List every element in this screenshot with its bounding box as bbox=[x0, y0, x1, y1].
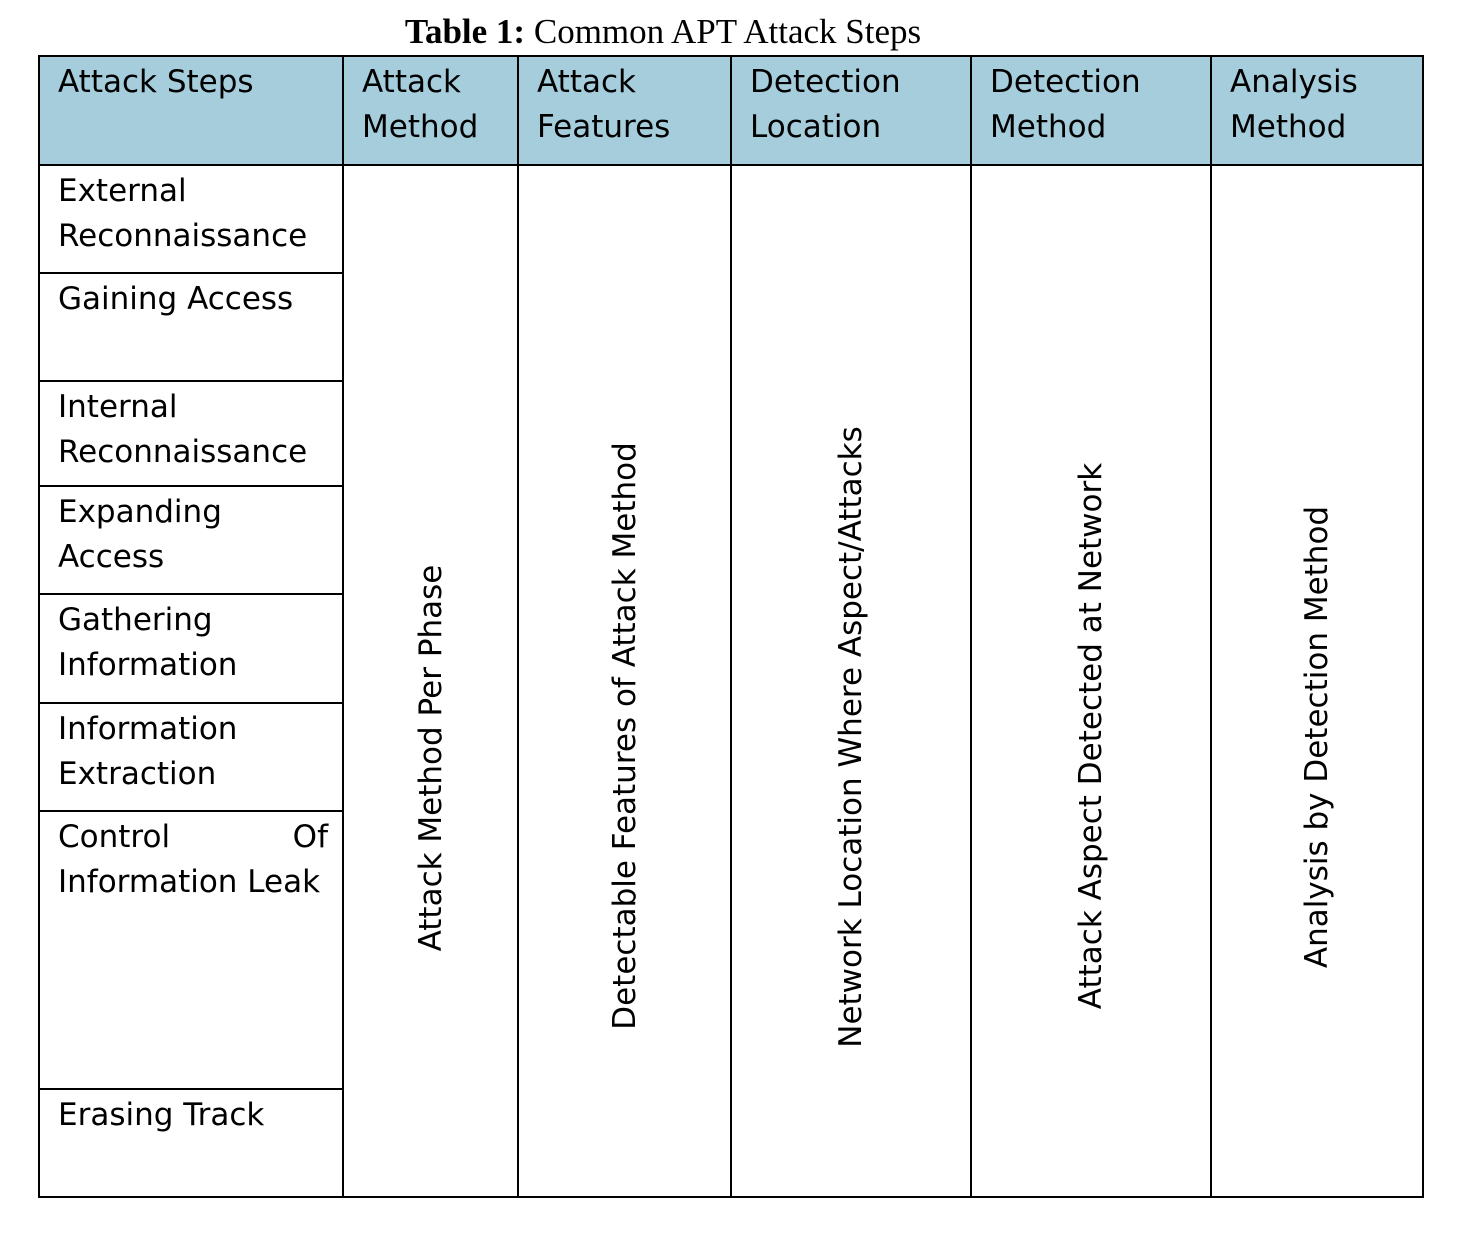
table-caption: Table 1: Common APT Attack Steps bbox=[0, 12, 1326, 52]
merged-cell-detection-method: Attack Aspect Detected at Network bbox=[970, 164, 1212, 1198]
step-external-reconnaissance: External Reconnaissance bbox=[38, 164, 344, 274]
step-control-of-information-leak: Control Of Information Leak bbox=[38, 810, 344, 1090]
step-information-extraction: Information Extraction bbox=[38, 702, 344, 812]
attack-method-text: Attack Method Per Phase bbox=[412, 564, 449, 952]
table-row: Expanding Access bbox=[38, 485, 1423, 595]
table-row: Internal Reconnaissance bbox=[38, 380, 1423, 487]
merged-cell-analysis-method: Analysis by Detection Method bbox=[1210, 164, 1424, 1198]
step-gaining-access: Gaining Access bbox=[38, 272, 344, 382]
table-row: Gathering Information bbox=[38, 593, 1423, 704]
header-attack-steps: Attack Steps bbox=[38, 55, 344, 166]
detection-method-text: Attack Aspect Detected at Network bbox=[1073, 462, 1109, 1010]
table-row: External Reconnaissance Attack Method Pe… bbox=[38, 164, 1424, 1198]
step-expanding-access: Expanding Access bbox=[38, 485, 344, 595]
analysis-method-text: Analysis by Detection Method bbox=[1299, 505, 1335, 969]
step-internal-reconnaissance: Internal Reconnaissance bbox=[38, 380, 344, 487]
merged-cell-attack-features: Detectable Features of Attack Method bbox=[517, 164, 732, 1198]
table-row: Erasing Track bbox=[38, 1088, 1423, 1198]
caption-label: Table 1: bbox=[404, 12, 526, 51]
merged-cell-attack-method: Attack Method Per Phase bbox=[342, 164, 519, 1198]
step-gathering-information: Gathering Information bbox=[38, 593, 344, 704]
attack-features-text: Detectable Features of Attack Method bbox=[606, 442, 643, 1030]
detection-location-text: Network Location Where Aspect/Attacks bbox=[833, 426, 869, 1048]
merged-cell-detection-location: Network Location Where Aspect/Attacks bbox=[730, 164, 972, 1198]
table-row: Information Extraction bbox=[38, 702, 1423, 812]
table-row: Gaining Access bbox=[38, 272, 1423, 382]
table-row: Control Of Information Leak bbox=[38, 810, 1423, 1090]
caption-title: Common APT Attack Steps bbox=[533, 12, 922, 51]
step-erasing-track: Erasing Track bbox=[38, 1088, 344, 1198]
